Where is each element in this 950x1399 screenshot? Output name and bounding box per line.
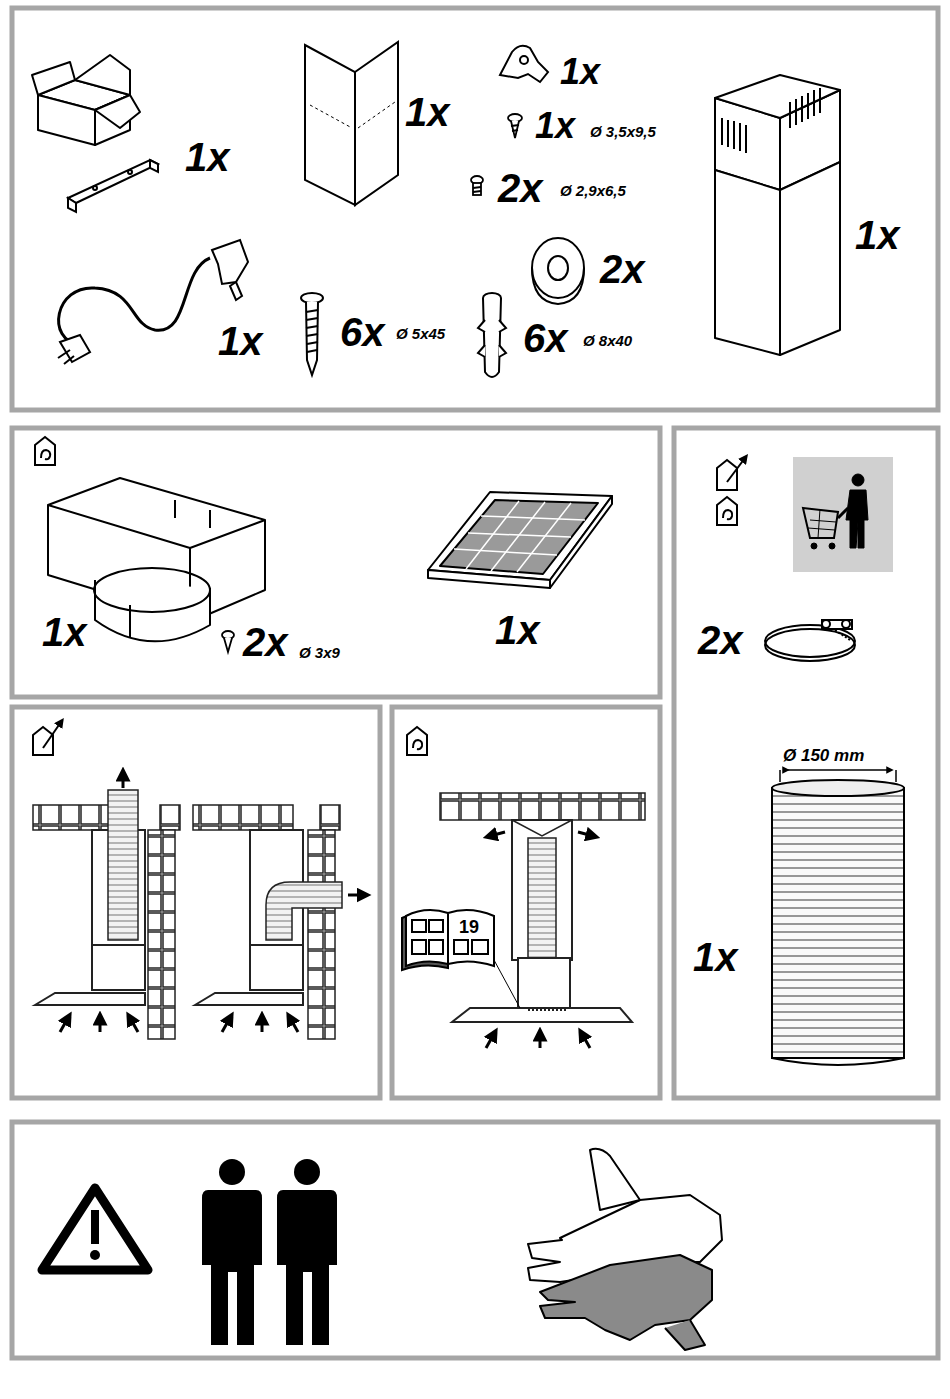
quantity: 1x [560, 54, 600, 90]
quantity: 2x [600, 249, 645, 289]
dimension: Ø 2,9x6,5 [560, 183, 626, 198]
quantity: 1x [495, 610, 540, 650]
quantity: 1x [218, 321, 263, 361]
quantity: 6x [340, 312, 385, 352]
quantity: 1x [42, 612, 87, 652]
dimension: Ø 150 mm [783, 747, 864, 764]
quantity: 1x [185, 137, 230, 177]
quantity: 2x [498, 168, 543, 208]
dimension: Ø 3x9 [299, 645, 340, 660]
page-number: 19 [458, 918, 480, 936]
quantity: 1x [535, 108, 575, 144]
dimension: Ø 8x40 [583, 333, 632, 348]
quantity: 6x [523, 318, 568, 358]
quantity: 2x [243, 622, 288, 662]
quantity: 1x [405, 92, 450, 132]
dimension: Ø 5x45 [396, 326, 445, 341]
quantity: 2x [698, 620, 743, 660]
quantity: 1x [855, 215, 900, 255]
quantity: 1x [693, 937, 738, 977]
dimension: Ø 3,5x9,5 [590, 124, 656, 139]
